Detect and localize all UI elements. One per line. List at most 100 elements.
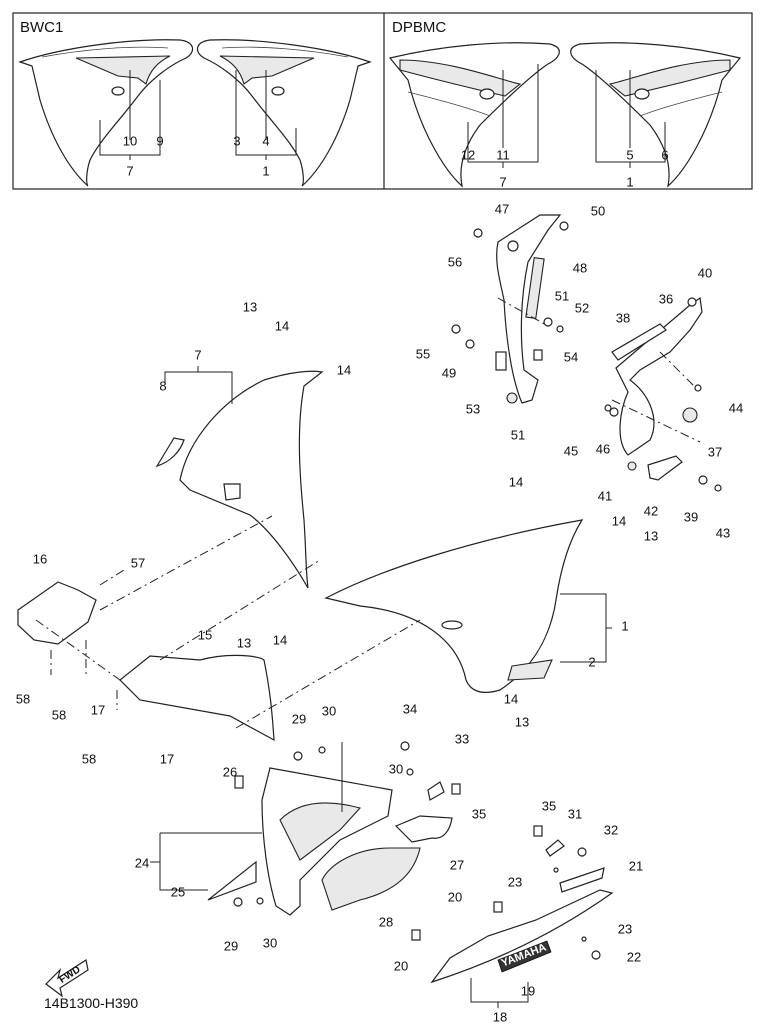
dash-alignment-lines [35,515,421,729]
callout-label: 45 [563,443,579,459]
callout-label: 23 [617,921,633,937]
callout-label: 58 [51,707,67,723]
callout-label: 20 [393,958,409,974]
bracket-16 [17,581,97,645]
callout-label: 31 [567,806,583,822]
cowling-stay-47 [496,214,562,404]
callout-label: 30 [388,761,404,777]
callout-label: 30 [321,703,337,719]
callout-label: 21 [628,858,644,874]
callout-label: 14 [508,474,524,490]
callout-label: 52 [574,300,590,316]
variant-title-bwc1: BWC1 [20,19,64,36]
drawing-code: 14B1300-H390 [44,995,139,1011]
callout-label: 44 [728,400,744,416]
callout-label: 54 [563,349,579,365]
callout-label: 48 [572,260,588,276]
callout-label: 7 [499,174,507,190]
callout-label: 13 [242,299,258,315]
callout-label: 1 [626,174,634,190]
callout-label: 36 [658,291,674,307]
callout-label: 18 [492,1009,508,1025]
callout-label: 13 [236,635,252,651]
callout-label: 14 [274,318,290,334]
callout-label: 25 [170,884,186,900]
inner-panel-7 [155,366,324,589]
forward-direction-arrow [45,959,89,998]
callout-label: 22 [626,949,642,965]
label-25 [207,860,257,901]
callout-label: 41 [597,488,613,504]
callout-label: 35 [541,798,557,814]
callout-label: 19 [520,983,536,999]
callout-label: 37 [707,444,723,460]
callout-label: 10 [122,133,138,149]
callout-label: 14 [503,691,519,707]
callout-label: 43 [715,525,731,541]
callout-label: 3 [233,133,241,149]
callout-label: 1 [621,618,629,634]
callout-label: 28 [378,914,394,930]
callout-label: 55 [415,346,431,362]
inner-cover-15 [119,654,275,742]
callout-label: 14 [611,513,627,529]
variant-title-dpbmc: DPBMC [392,19,447,36]
callout-label: 38 [615,310,631,326]
callout-label: 14 [336,362,352,378]
dpbmc-left-side-cowling [388,42,560,188]
under-cowl-brackets [150,742,461,891]
callout-label: 40 [697,265,713,281]
callout-label: 13 [514,714,530,730]
variant-callout-lines [99,64,666,168]
callout-label: 26 [222,764,238,780]
dpbmc-right-side-cowling [570,42,742,188]
callout-label: 29 [223,938,239,954]
callout-label: 2 [588,654,596,670]
callout-label: 51 [510,427,526,443]
under-cover-28 [321,847,421,911]
callout-label: 1 [262,163,270,179]
callout-label: 4 [262,133,270,149]
cowling-bracket-36 [611,296,703,456]
callout-label: 24 [134,855,150,871]
callout-label: 7 [126,163,134,179]
clips-and-screws [233,741,601,960]
callout-label: 33 [454,731,470,747]
callout-label: 39 [683,509,699,525]
bwc1-right-side-cowling [196,39,372,187]
callout-label: 56 [447,254,463,270]
callout-label: 30 [262,935,278,951]
callout-label: 9 [156,133,164,149]
under-cowling-24 [261,767,393,916]
callout-label: 42 [643,503,659,519]
callout-label: 46 [595,441,611,457]
callout-label: 15 [197,627,213,643]
callout-label: 23 [507,874,523,890]
callout-label: 6 [661,147,669,163]
callout-label: 7 [194,347,202,363]
callout-label: 50 [590,203,606,219]
callout-label: 53 [465,401,481,417]
callout-label: 57 [130,555,146,571]
callout-label: 58 [81,751,97,767]
callout-label: 58 [15,691,31,707]
fastener-small-parts [451,221,722,492]
callout-label: 20 [447,889,463,905]
callout-label: 35 [471,806,487,822]
callout-label: 8 [159,378,167,394]
callout-label: 34 [402,701,418,717]
variant-panel-frame [12,12,753,190]
callout-label: 51 [554,288,570,304]
callout-label: 5 [626,147,634,163]
callout-label: 13 [643,528,659,544]
callout-label: 32 [603,822,619,838]
callout-label: 12 [460,147,476,163]
callout-label: 17 [90,702,106,718]
side-cowling-1 [324,519,612,693]
lower-cowling-18 [430,867,614,1008]
yamaha-logo [497,940,552,973]
callout-label: 47 [494,201,510,217]
callout-label: 11 [496,147,510,163]
callout-label: 29 [291,711,307,727]
